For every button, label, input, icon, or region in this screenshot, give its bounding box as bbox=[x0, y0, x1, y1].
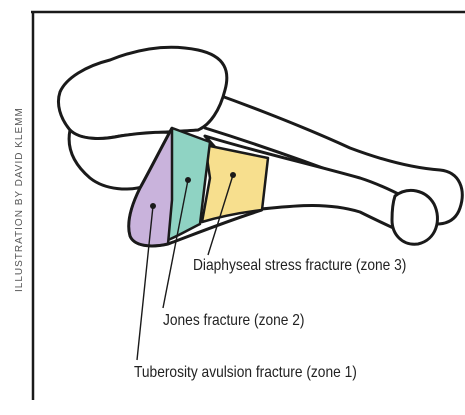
illustration-credit: ILLUSTRATION BY DAVID KLEMM bbox=[14, 107, 25, 292]
zone3-label: Diaphyseal stress fracture (zone 3) bbox=[193, 257, 406, 275]
zone2-label: Jones fracture (zone 2) bbox=[163, 312, 304, 330]
zone1-label: Tuberosity avulsion fracture (zone 1) bbox=[134, 364, 357, 382]
cuboid-bone bbox=[58, 47, 226, 138]
fifth-metatarsal-head bbox=[392, 190, 437, 244]
zone2-region bbox=[168, 128, 210, 240]
